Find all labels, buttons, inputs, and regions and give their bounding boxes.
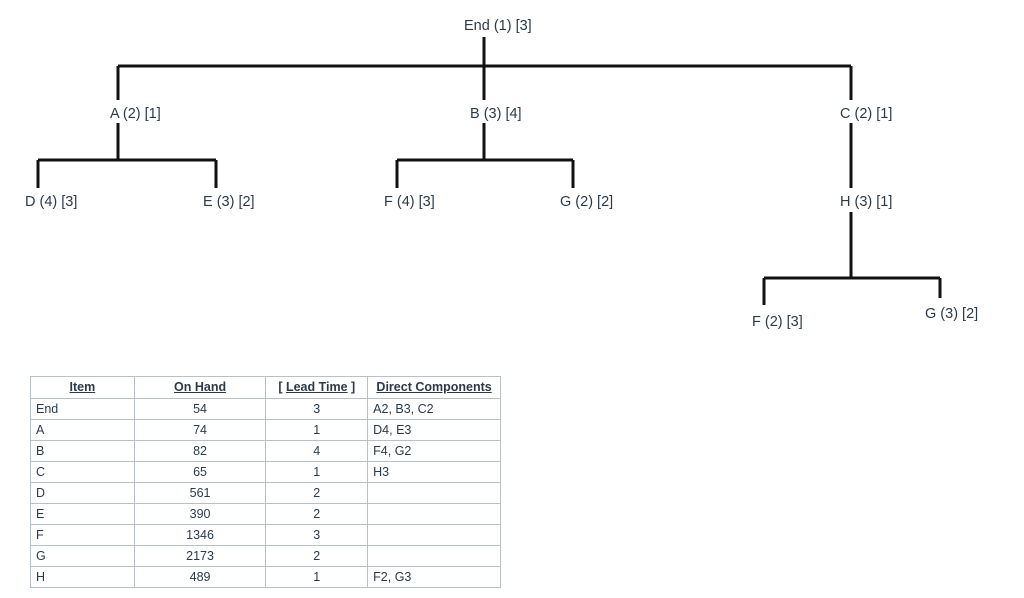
tree-node-b: B (3) [4] — [470, 106, 522, 122]
tree-node-f-under-h: F (2) [3] — [752, 314, 803, 330]
item-master-table: Item On Hand [ Lead Time ] Direct Compon… — [30, 376, 501, 588]
cell-item: A — [30, 419, 135, 441]
cell-lead-time: 3 — [265, 398, 369, 420]
table-row: A 74 1 D4, E3 — [30, 419, 501, 441]
cell-on-hand: 1346 — [133, 524, 267, 546]
cell-lead-time: 1 — [265, 566, 369, 588]
cell-item: H — [30, 566, 135, 588]
cell-lead-time: 2 — [265, 482, 369, 504]
table-row: F 1346 3 — [30, 524, 501, 546]
table-row: End 54 3 A2, B3, C2 — [30, 398, 501, 420]
cell-direct-components — [367, 482, 501, 504]
cell-lead-time: 2 — [265, 503, 369, 525]
tree-connector-lines — [36, 37, 942, 305]
cell-lead-time: 3 — [265, 524, 369, 546]
cell-direct-components: H3 — [367, 461, 501, 483]
cell-direct-components: F4, G2 — [367, 440, 501, 462]
cell-on-hand: 561 — [133, 482, 267, 504]
column-header-direct-components-text: Direct Components — [376, 380, 492, 394]
column-header-on-hand-text: On Hand — [174, 380, 227, 394]
table-header-row: Item On Hand [ Lead Time ] Direct Compon… — [30, 376, 501, 399]
tree-node-e: E (3) [2] — [203, 194, 255, 210]
table-row: E 390 2 — [30, 503, 501, 525]
column-header-lead-time: [ Lead Time ] — [265, 376, 369, 399]
cell-on-hand: 82 — [133, 440, 267, 462]
tree-node-c: C (2) [1] — [840, 106, 893, 122]
column-header-on-hand: On Hand — [133, 376, 267, 399]
tree-node-h: H (3) [1] — [840, 194, 893, 210]
cell-item: B — [30, 440, 135, 462]
cell-direct-components: A2, B3, C2 — [367, 398, 501, 420]
column-header-direct-components: Direct Components — [367, 376, 501, 399]
cell-item: End — [30, 398, 135, 420]
cell-item: D — [30, 482, 135, 504]
cell-item: F — [30, 524, 135, 546]
cell-direct-components: F2, G3 — [367, 566, 501, 588]
cell-item: C — [30, 461, 135, 483]
cell-on-hand: 489 — [133, 566, 267, 588]
lead-time-bracket-close: ] — [347, 380, 356, 394]
cell-lead-time: 2 — [265, 545, 369, 567]
cell-on-hand: 74 — [133, 419, 267, 441]
table-row: C 65 1 H3 — [30, 461, 501, 483]
table-row: H 489 1 F2, G3 — [30, 566, 501, 588]
column-header-item-text: Item — [69, 380, 96, 394]
table-row: D 561 2 — [30, 482, 501, 504]
table-row: B 82 4 F4, G2 — [30, 440, 501, 462]
cell-direct-components — [367, 503, 501, 525]
cell-on-hand: 65 — [133, 461, 267, 483]
table-row: G 2173 2 — [30, 545, 501, 567]
column-header-item: Item — [30, 376, 135, 399]
cell-lead-time: 1 — [265, 461, 369, 483]
cell-on-hand: 390 — [133, 503, 267, 525]
tree-node-g-under-h: G (3) [2] — [925, 306, 979, 322]
cell-on-hand: 54 — [133, 398, 267, 420]
cell-direct-components — [367, 524, 501, 546]
cell-direct-components: D4, E3 — [367, 419, 501, 441]
cell-lead-time: 4 — [265, 440, 369, 462]
cell-item: E — [30, 503, 135, 525]
lead-time-bracket-open: [ — [278, 380, 286, 394]
tree-node-d: D (4) [3] — [25, 194, 78, 210]
cell-on-hand: 2173 — [133, 545, 267, 567]
tree-node-end: End (1) [3] — [464, 18, 532, 34]
cell-direct-components — [367, 545, 501, 567]
tree-node-g-under-b: G (2) [2] — [560, 194, 614, 210]
cell-item: G — [30, 545, 135, 567]
column-header-lead-time-text: Lead Time — [285, 380, 348, 394]
cell-lead-time: 1 — [265, 419, 369, 441]
tree-node-a: A (2) [1] — [110, 106, 161, 122]
bom-tree-diagram: End (1) [3] A (2) [1] B (3) [4] C (2) [1… — [25, 18, 979, 330]
tree-node-f-under-b: F (4) [3] — [384, 194, 435, 210]
